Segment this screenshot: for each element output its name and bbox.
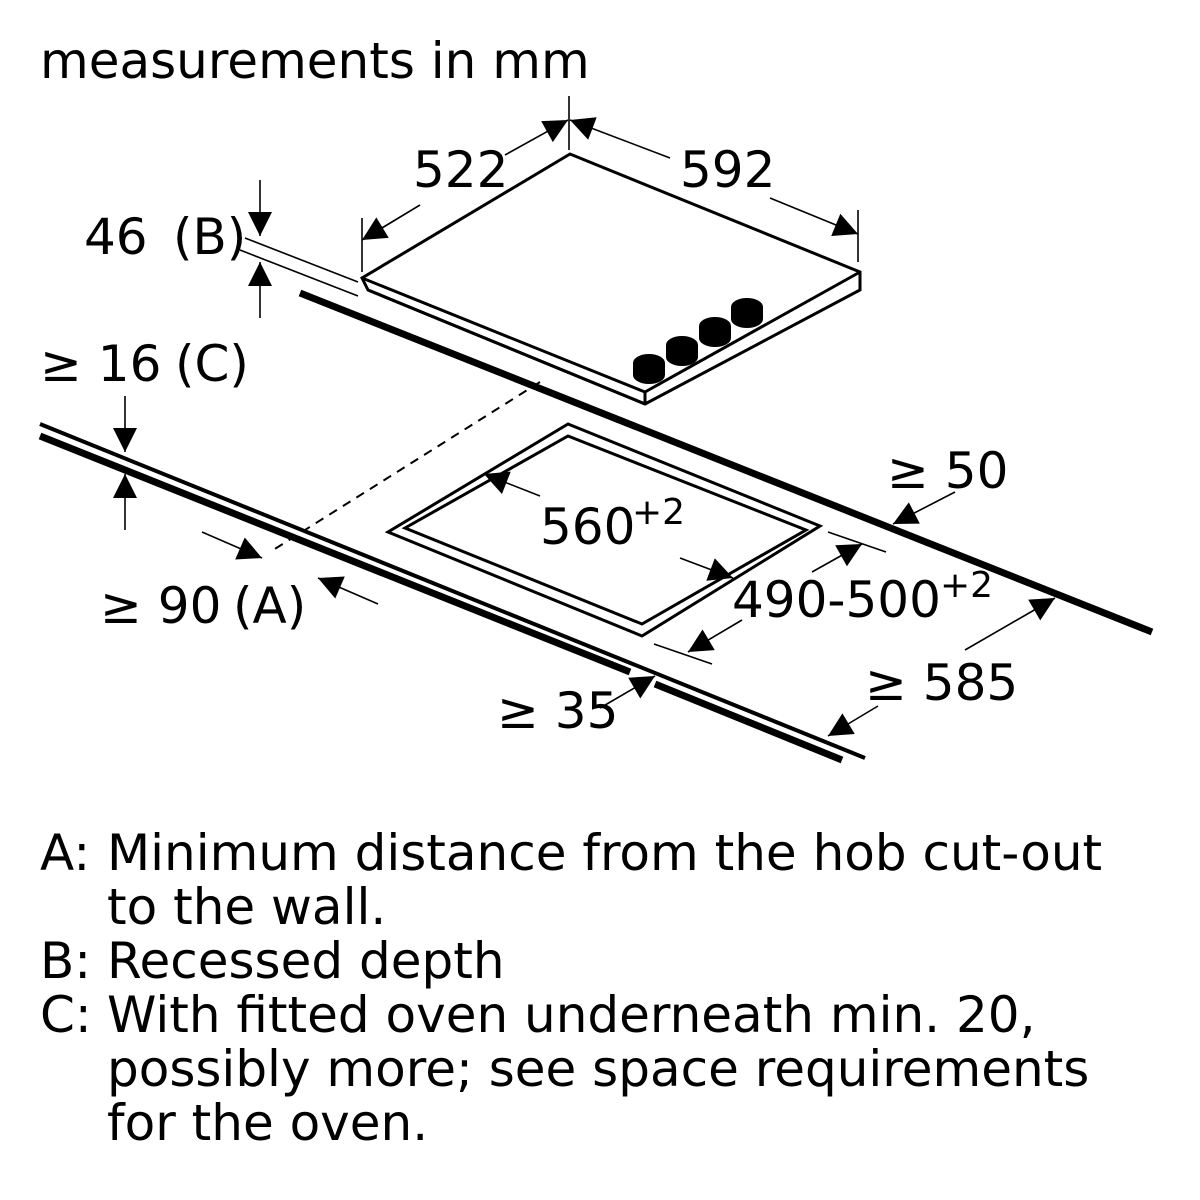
dimension-line-back-clearance — [892, 491, 956, 525]
dimension-line-worktop-depth — [827, 597, 1056, 737]
label-gap-c-value: ≥ 16 — [40, 335, 161, 393]
label-cutout-depth: 490-500 +2 — [732, 565, 993, 629]
label-worktop-depth: ≥ 585 — [865, 654, 1018, 712]
legend-item-a: A: Minimum distance from the hob cut-out… — [40, 826, 1190, 934]
dimension-line-cutout-depth — [653, 531, 887, 665]
label-recess-key: (B) — [173, 208, 246, 266]
label-depth: 522 — [413, 141, 508, 199]
legend-key: A: — [40, 824, 91, 882]
dimension-line-cutout-width — [483, 471, 734, 581]
label-back-clearance: ≥ 50 — [887, 442, 1008, 500]
legend-item-b: B: Recessed depth — [40, 934, 1190, 988]
dimension-line-wall-distance — [201, 531, 379, 605]
dimension-line-depth — [361, 96, 570, 272]
legend-line: possibly more; see space requirements — [107, 1040, 1090, 1098]
label-width: 592 — [680, 141, 775, 199]
label-cutout-width-value: 560 — [540, 498, 635, 556]
knob-1 — [633, 354, 665, 384]
alignment-dashed-line — [269, 381, 541, 553]
label-wall-distance: ≥ 90 (A) — [100, 577, 306, 635]
legend-text: Recessed depth — [107, 934, 1190, 988]
dimension-line-width — [569, 117, 859, 262]
legend-line: for the oven. — [107, 1094, 429, 1152]
worktop-front-edge — [38, 422, 866, 764]
legend-key: C: — [40, 986, 92, 1044]
control-knobs — [633, 298, 763, 384]
label-gap-c-key: (C) — [175, 335, 249, 393]
legend-key: B: — [40, 932, 92, 990]
legend: A: Minimum distance from the hob cut-out… — [40, 826, 1190, 1150]
label-cutout-width-tolerance: +2 — [632, 492, 685, 533]
label-cutout-depth-tolerance: +2 — [940, 565, 993, 606]
knob-2 — [666, 336, 698, 366]
knob-3 — [699, 317, 731, 347]
label-wall-distance-key: (A) — [233, 577, 306, 635]
knob-4 — [731, 298, 763, 328]
label-cutout-width: 560 +2 — [540, 492, 685, 556]
label-wall-distance-value: ≥ 90 — [100, 577, 221, 635]
legend-line: to the wall. — [107, 878, 387, 936]
legend-text: Minimum distance from the hob cut-out to… — [107, 826, 1190, 934]
label-recess: 46 (B) — [84, 208, 246, 266]
label-gap-c: ≥ 16 (C) — [40, 335, 249, 393]
hob-cutout — [384, 422, 824, 638]
legend-text: With fitted oven underneath min. 20, pos… — [107, 988, 1190, 1150]
legend-line: Recessed depth — [107, 932, 505, 990]
label-front-clearance: ≥ 35 — [497, 682, 618, 740]
worktop-back-edge — [298, 289, 1154, 636]
legend-line: Minimum distance from the hob cut-out — [107, 824, 1103, 882]
legend-line: With fitted oven underneath min. 20, — [107, 986, 1036, 1044]
hob — [360, 152, 862, 406]
diagram-title: measurements in mm — [40, 32, 590, 90]
dimension-line-recess — [239, 180, 359, 318]
label-cutout-depth-value: 490-500 — [732, 571, 941, 629]
dimension-line-front-clearance — [599, 675, 656, 709]
legend-item-c: C: With fitted oven underneath min. 20, … — [40, 988, 1190, 1150]
label-recess-value: 46 — [84, 208, 148, 266]
